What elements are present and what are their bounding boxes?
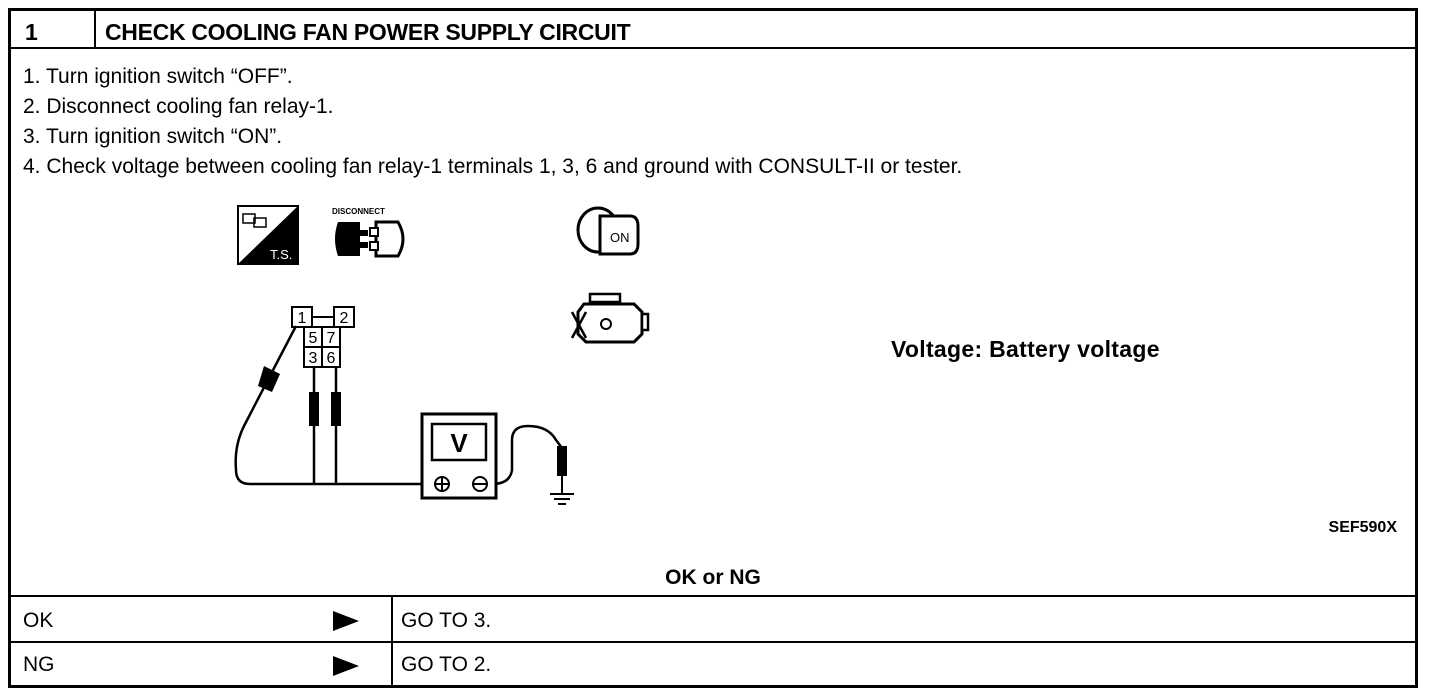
step-title: CHECK COOLING FAN POWER SUPPLY CIRCUIT	[105, 19, 631, 45]
step-number: 1	[25, 19, 38, 45]
result-question: OK or NG	[665, 566, 761, 589]
procedure-step: 2. Disconnect cooling fan relay-1.	[23, 95, 334, 118]
relay-connector: 1 2 5 7 3 6	[291, 306, 355, 368]
terminal-7-label: 7	[327, 330, 336, 347]
meter-label: V	[450, 428, 468, 458]
header-rule	[11, 47, 1415, 49]
terminal-5-label: 5	[309, 330, 318, 347]
voltage-spec: Voltage: Battery voltage	[891, 336, 1160, 362]
terminal-3-label: 3	[309, 350, 318, 367]
figure-id: SEF590X	[1328, 519, 1397, 536]
result-action-ok: GO TO 3.	[401, 609, 492, 632]
terminal-6-label: 6	[327, 350, 336, 367]
result-row-rule	[11, 641, 1415, 643]
procedure-step: 3. Turn ignition switch “ON”.	[23, 125, 283, 148]
trouble-shooting-icon: T.S.	[237, 205, 299, 265]
inspection-table: 1 CHECK COOLING FAN POWER SUPPLY CIRCUIT…	[8, 8, 1418, 688]
procedure-step: 1. Turn ignition switch “OFF”.	[23, 65, 293, 88]
terminal-1-label: 1	[298, 310, 307, 327]
on-label: ON	[610, 230, 630, 245]
arrow-right-icon	[333, 611, 359, 631]
probe-tips	[258, 366, 567, 476]
disconnect-connector-icon: DISCONNECT	[332, 207, 405, 258]
voltmeter-icon: V	[420, 412, 498, 500]
terminal-2-label: 2	[340, 310, 349, 327]
procedure-step: 4. Check voltage between cooling fan rel…	[23, 155, 963, 178]
engine-icon	[570, 292, 650, 344]
ignition-on-icon: ON	[576, 206, 640, 256]
ts-label: T.S.	[270, 247, 292, 262]
result-action-ng: GO TO 2.	[401, 653, 492, 676]
header-divider	[94, 11, 96, 47]
result-label-ok: OK	[23, 609, 54, 632]
arrow-right-icon	[333, 656, 359, 676]
question-rule	[11, 595, 1415, 597]
disconnect-label: DISCONNECT	[332, 207, 385, 216]
result-label-ng: NG	[23, 653, 55, 676]
ground-icon	[550, 476, 574, 505]
probe-leads	[234, 325, 563, 486]
